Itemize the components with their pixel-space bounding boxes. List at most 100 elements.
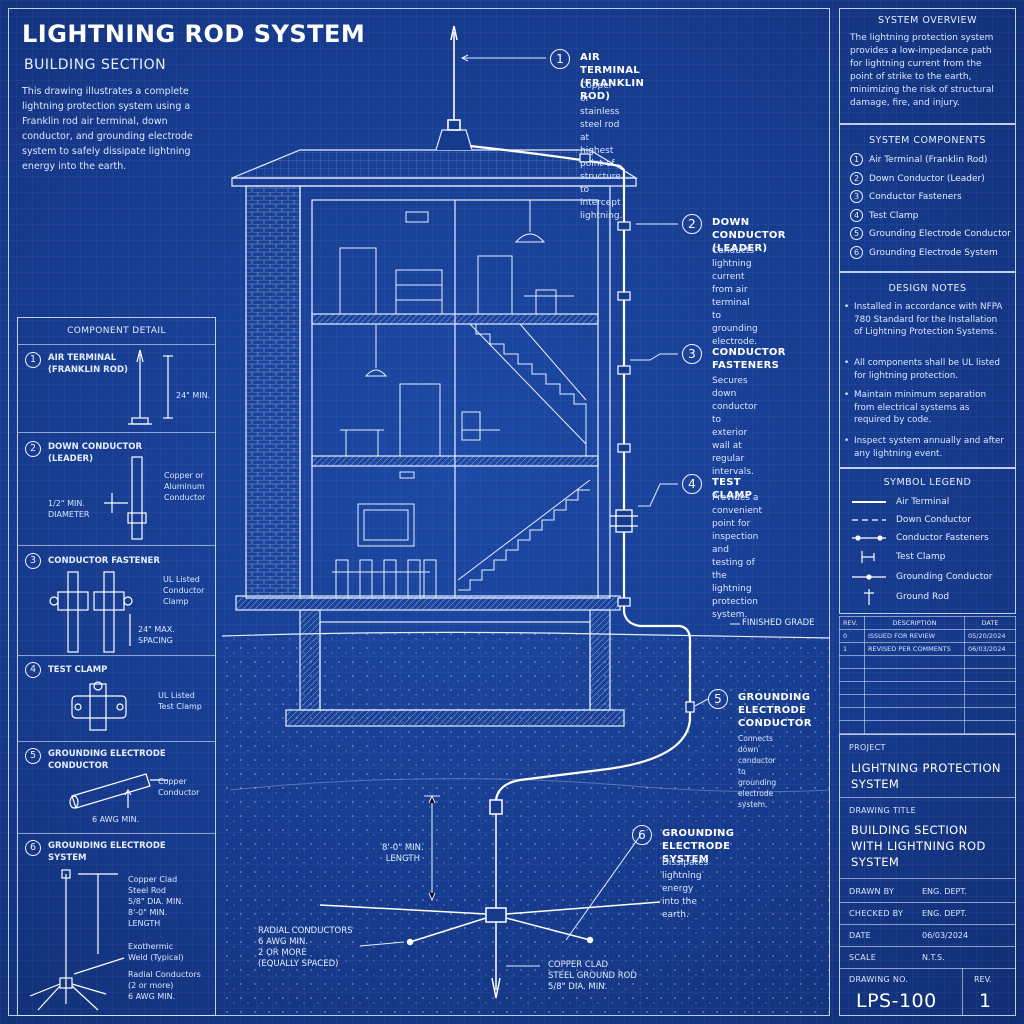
detail-note: Copper Clad Steel Rod 5/8" DIA. MIN. 8'-… — [128, 875, 184, 928]
scale-value: N.T.S. — [922, 953, 945, 962]
detail-note: 1/2" MIN. DIAMETER — [48, 499, 90, 519]
callout-title: TEST CLAMP — [712, 477, 753, 501]
legend-item: Test Clamp — [896, 552, 946, 562]
revision-header: DATE — [964, 616, 1016, 630]
revision-cell: REVISED PER COMMENTS — [864, 642, 965, 656]
divider — [839, 946, 1016, 947]
checked-by-label: CHECKED BY — [849, 909, 904, 918]
design-note: Inspect system annually and after any li… — [844, 435, 1004, 460]
detail-title: DOWN CONDUCTOR (LEADER) — [48, 442, 143, 464]
divider — [839, 797, 1016, 798]
divider — [839, 878, 1016, 879]
callout-description: Provides a convenient point for inspecti… — [712, 493, 762, 620]
callout-number: 1 — [550, 49, 570, 69]
detail-number: 2 — [25, 441, 41, 457]
callout-number: 6 — [632, 825, 652, 845]
detail-note: Copper or Aluminum Conductor — [164, 471, 206, 502]
detail-note: 6 AWG MIN. — [92, 815, 140, 824]
detail-note: Exothermic Weld (Typical) — [128, 942, 184, 962]
intro-text: This drawing illustrates a complete ligh… — [22, 86, 193, 172]
component-item: 2 Down Conductor (Leader) — [850, 172, 985, 186]
component-label: Grounding Electrode System — [869, 248, 998, 258]
conductor-fastener-detail-icon — [49, 571, 133, 653]
rod-length-label: 8'-0" MIN. LENGTH — [382, 843, 424, 864]
legend-item: Grounding Conductor — [896, 572, 993, 582]
grounding-system-detail-icon — [29, 869, 125, 1011]
system-components-heading: SYSTEM COMPONENTS — [869, 135, 986, 146]
title-block — [839, 734, 1016, 1016]
revision-header-row: REV. DESCRIPTION DATE — [839, 616, 1016, 630]
callout-description: Connects down conductor to grounding ele… — [738, 734, 777, 809]
legend-item: Down Conductor — [896, 515, 971, 525]
revision-header: REV. — [839, 616, 865, 630]
building-walls — [235, 185, 621, 611]
callout-title: GROUNDING ELECTRODE CONDUCTOR — [738, 692, 812, 729]
detail-grounding-electrode-conductor: 5 GROUNDING ELECTRODE CONDUCTOR Copper C… — [18, 742, 215, 834]
detail-number: 5 — [25, 748, 41, 764]
component-label: Conductor Fasteners — [869, 192, 962, 202]
air-terminal — [447, 25, 461, 131]
detail-number: 4 — [25, 662, 41, 678]
symbol-legend-box: SYMBOL LEGEND Air Terminal Down Conducto… — [839, 468, 1016, 614]
component-detail-heading: COMPONENT DETAIL — [18, 318, 215, 345]
revision-number: 1 — [979, 990, 992, 1012]
detail-down-conductor: 2 DOWN CONDUCTOR (LEADER) Copper or Alum… — [18, 433, 215, 546]
revision-row-empty — [839, 694, 1016, 708]
legend-item: Air Terminal — [896, 497, 950, 507]
design-notes-box: DESIGN NOTES Installed in accordance wit… — [839, 272, 1016, 468]
component-label: Grounding Electrode Conductor — [869, 229, 1011, 239]
callout-description: Secures down conductor to exterior wall … — [712, 376, 758, 477]
grounding-conductor-detail-icon — [69, 773, 168, 809]
component-label: Down Conductor (Leader) — [869, 174, 985, 184]
component-number: 1 — [850, 153, 863, 166]
detail-note: UL Listed Test Clamp — [158, 691, 202, 711]
callout-number: 3 — [682, 344, 702, 364]
detail-note: Radial Conductors (2 or more) 6 AWG MIN. — [128, 970, 201, 1001]
revision-row: 0 ISSUED FOR REVIEW 05/20/2024 — [839, 629, 1016, 643]
drawn-by-value: ENG. DEPT. — [922, 887, 967, 896]
legend-item: Ground Rod — [896, 592, 950, 602]
radial-conductors-label: RADIAL CONDUCTORS 6 AWG MIN. 2 OR MORE (… — [258, 926, 353, 969]
component-number: 2 — [850, 172, 863, 185]
divider — [839, 924, 1016, 925]
callout-description: Copper or stainless steel rod at highest… — [580, 81, 623, 221]
detail-title: GROUNDING ELECTRODE CONDUCTOR — [48, 749, 166, 771]
test-clamp — [610, 509, 638, 533]
revision-cell: ISSUED FOR REVIEW — [864, 629, 965, 643]
detail-note: 24" MIN. — [176, 391, 211, 400]
detail-air-terminal: 1 AIR TERMINAL (FRANKLIN ROD) 24" MIN. — [18, 344, 215, 433]
date-label: DATE — [849, 931, 872, 940]
callout-description: Dissipates lightning energy into the ear… — [662, 858, 709, 920]
component-item: 5 Grounding Electrode Conductor — [850, 227, 1011, 241]
roof — [231, 129, 639, 187]
component-item: 3 Conductor Fasteners — [850, 190, 962, 204]
date-value: 06/03/2024 — [922, 931, 969, 940]
basement — [285, 609, 625, 727]
component-number: 3 — [850, 190, 863, 203]
down-conductor-detail-icon — [104, 456, 147, 540]
drawing-title: BUILDING SECTION WITH LIGHTNING ROD SYST… — [851, 823, 986, 869]
stairs — [457, 323, 591, 591]
symbol-legend-heading: SYMBOL LEGEND — [883, 477, 972, 488]
divider — [962, 968, 963, 1016]
revision-table: REV. DESCRIPTION DATE 0 ISSUED FOR REVIE… — [839, 616, 1016, 734]
revision-row: 1 REVISED PER COMMENTS 06/03/2024 — [839, 642, 1016, 656]
callout-title: DOWN CONDUCTOR (LEADER) — [712, 217, 786, 254]
design-notes-heading: DESIGN NOTES — [888, 283, 967, 294]
scale-label: SCALE — [849, 953, 877, 962]
page-title: LIGHTNING ROD SYSTEM — [22, 20, 366, 48]
interior-details — [332, 200, 574, 599]
component-number: 5 — [850, 227, 863, 240]
revision-row-empty — [839, 720, 1016, 734]
checked-by-value: ENG. DEPT. — [922, 909, 967, 918]
revision-cell: 05/20/2024 — [964, 629, 1016, 643]
revision-cell: 06/03/2024 — [964, 642, 1016, 656]
detail-note: Copper Conductor — [158, 777, 200, 797]
revision-header: DESCRIPTION — [864, 616, 965, 630]
test-clamp-detail-icon — [71, 681, 127, 731]
